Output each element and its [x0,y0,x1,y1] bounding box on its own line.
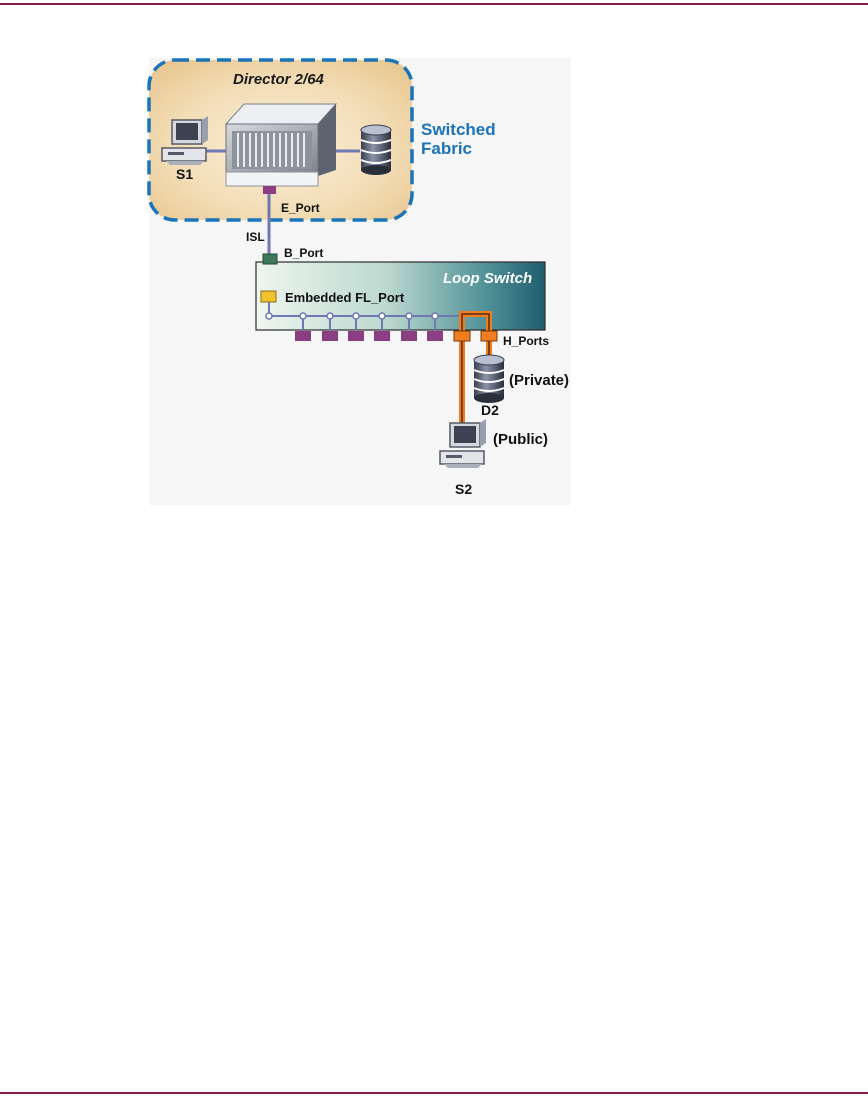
bottom-rule [0,1092,868,1094]
loop-switch-ports [295,331,443,341]
h-port-highlight [459,311,492,423]
d2-label: D2 [481,402,499,418]
s2-label: S2 [455,481,472,497]
b-port-marker [262,253,278,265]
isl-label: ISL [246,230,265,244]
private-label: (Private) [509,372,569,389]
e-port-label: E_Port [281,201,320,215]
b-port-label: B_Port [284,246,323,260]
loop-bus [265,302,462,331]
s1-label: S1 [176,166,193,182]
workstation-icon [161,116,208,165]
embedded-fl-port-label: Embedded FL_Port [285,290,405,305]
switched-fabric-label-line2: Fabric [421,139,472,158]
e-port-marker [263,186,276,194]
disk-stack-icon [473,354,505,403]
embedded-fl-port-marker [260,290,277,303]
top-rule [0,3,868,5]
h-ports-label: H_Ports [503,334,549,348]
director-chassis-icon [224,103,338,187]
h-port-private [480,330,498,342]
disk-stack-icon [360,124,392,175]
public-label: (Public) [493,431,548,448]
loop-switch-label: Loop Switch [443,270,532,287]
director-label: Director 2/64 [233,71,325,88]
switched-fabric-label-line1: Switched [421,120,496,139]
h-port-public [453,330,471,342]
workstation-icon [439,419,486,468]
